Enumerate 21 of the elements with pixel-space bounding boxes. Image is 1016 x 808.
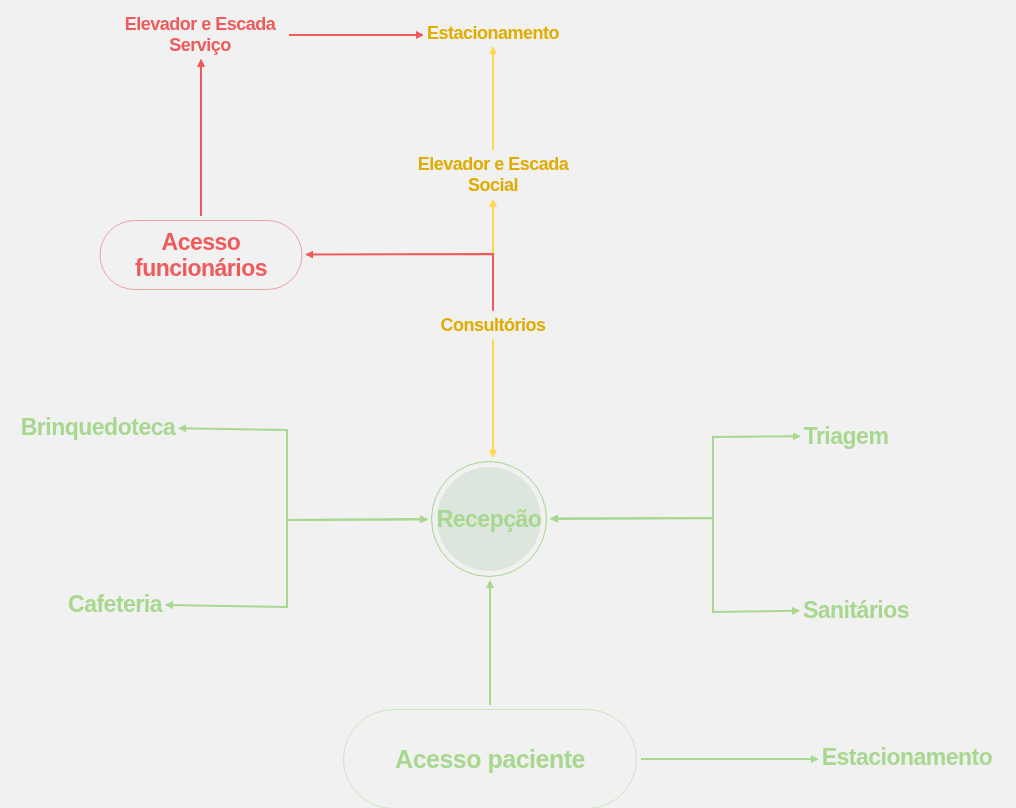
arrow	[288, 31, 424, 39]
arrow	[305, 250, 494, 312]
node-label: Sanitários	[802, 596, 910, 624]
node-label: Acesso paciente	[395, 744, 585, 774]
node-label: Triagem	[803, 422, 889, 450]
node-label: Recepção	[436, 505, 542, 533]
node-label: Cafeteria	[68, 590, 162, 618]
node-label: Consultórios	[440, 314, 546, 336]
node-label: Elevador e Escada Social	[408, 154, 578, 196]
node-label: Elevador e Escada Serviço	[115, 14, 285, 56]
arrow	[489, 338, 497, 458]
arrow	[550, 514, 800, 615]
node-label: Brinquedoteca	[20, 413, 176, 441]
arrow	[165, 515, 428, 609]
node-label: Estacionamento	[427, 22, 559, 44]
arrow	[486, 580, 494, 706]
node-label: Estacionamento	[821, 743, 993, 771]
node-label: Acesso funcionários	[134, 228, 268, 282]
arrow	[640, 755, 819, 763]
arrow	[197, 58, 205, 217]
arrow	[489, 46, 497, 152]
